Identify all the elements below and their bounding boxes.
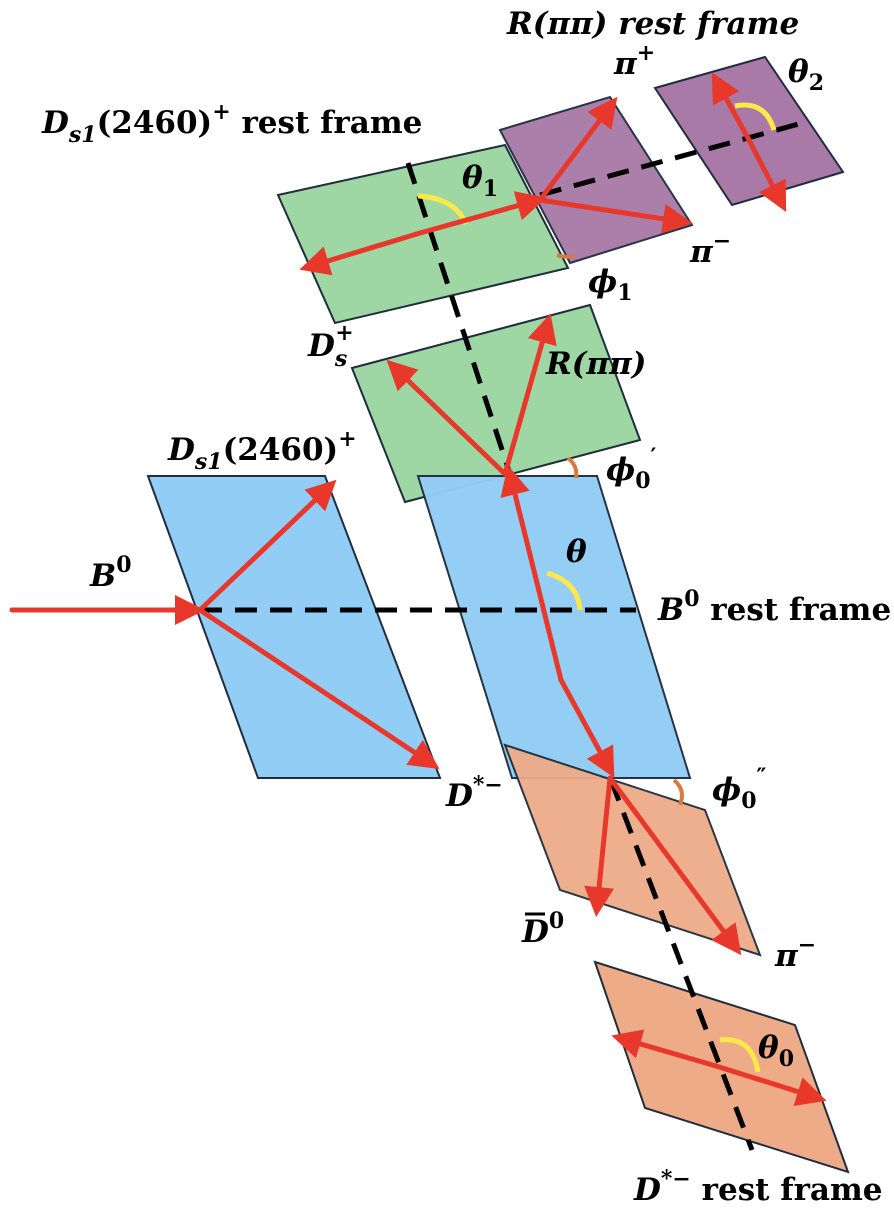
dstar-decay-plane [503, 743, 762, 957]
theta2-sub: 2 [809, 70, 824, 96]
theta-label: θ [566, 534, 587, 570]
phi0-prime-symbol: ϕ [606, 452, 635, 488]
phi1-symbol: ϕ [588, 264, 617, 300]
phi1-label: ϕ1 [588, 264, 633, 306]
dbar0-arrow [584, 775, 615, 917]
ds1-rest-frame-name: D [41, 105, 69, 141]
b0-frame-arrow-down [558, 677, 615, 778]
pi-minus-bottom-arrow [607, 775, 742, 956]
ds1-decay-plane [350, 303, 642, 504]
b0-label: B0 [89, 552, 132, 594]
pi-plus-label: π+ [613, 40, 655, 82]
rpipi-frame-arrow-up [711, 72, 752, 143]
pi-minus-bottom-sup: − [798, 932, 816, 958]
rpipi-rest-frame-plane-right [653, 55, 845, 207]
dstar-rest-frame-label: D*− rest frame [633, 1166, 883, 1208]
b0-rest-frame-label: B0 rest frame [657, 586, 891, 628]
b0-rest-frame-symbol: B [657, 592, 684, 628]
dstar-minus-symbol: D [445, 778, 473, 814]
phi0-dprime-arc [672, 778, 684, 806]
theta0-symbol: θ [758, 1030, 779, 1066]
ds1-frame-arrow-left [299, 230, 423, 276]
pi-plus-arrow [537, 96, 618, 203]
b0-rest-frame-suffix: rest frame [700, 592, 892, 628]
rpipi-label: R(ππ) [545, 346, 646, 382]
ds1-mass: (2460) [223, 432, 339, 468]
ds1-rest-frame-sub: s1 [68, 122, 97, 148]
dstar-arrow [197, 607, 440, 769]
ds1-sup: + [338, 426, 356, 452]
ds1-frame-arrow-right [417, 191, 547, 236]
phi0-prime-arc [566, 456, 579, 479]
b0-rest-frame-plane [416, 475, 692, 779]
theta-symbol: θ [566, 534, 587, 570]
ds1-rest-frame-sup: + [212, 99, 230, 125]
ds-plus-sub: s [334, 346, 347, 372]
rpipi-text: R(ππ) [545, 346, 646, 382]
theta0-label: θ0 [758, 1030, 794, 1072]
theta2-arc [734, 102, 777, 131]
ds1-name: D [167, 432, 195, 468]
b0-sup: 0 [116, 552, 131, 578]
ds-plus-symbol: D [307, 328, 335, 364]
phi0-dprime-sup: ″ [757, 764, 767, 790]
rpipi-arrow [502, 313, 557, 477]
theta2-symbol: θ [788, 54, 809, 90]
b0-symbol: B [89, 558, 116, 594]
dstar-frame-arrow-right [713, 1063, 827, 1107]
theta0-sub: 0 [779, 1046, 794, 1072]
pi-minus-top-sup: − [713, 228, 731, 254]
b0-rest-frame-sup: 0 [684, 586, 699, 612]
theta-arc [546, 570, 583, 611]
ds1-rest-frame-mass: (2460) [97, 105, 213, 141]
dstar-rest-frame-suffix: rest frame [691, 1172, 883, 1208]
phi0-dprime-label: ϕ0″ [712, 764, 767, 814]
pi-plus-symbol: π [613, 46, 638, 82]
ds1-label: Ds1(2460)+ [167, 426, 357, 475]
ds1-rest-frame-label: Ds1(2460)+ rest frame [41, 99, 422, 148]
ds1-axis-dashed [405, 162, 513, 475]
dbar0-sup: 0 [549, 908, 564, 934]
dbar0-label: D0 [521, 908, 564, 950]
rpipi-frame-arrow-down [746, 137, 787, 212]
b0-plane-left [146, 475, 442, 779]
dstar-frame-arrow-left [611, 1029, 719, 1069]
dstar-minus-sup: *− [473, 772, 503, 798]
pi-plus-sup: + [637, 40, 655, 66]
phi0-dprime-sub: 0 [741, 788, 756, 814]
pi-minus-top-symbol: π [689, 234, 714, 270]
dstar-axis-dashed [608, 779, 755, 1151]
rpipi-rest-frame-text: R(ππ) rest frame [506, 6, 799, 42]
phi1-arc [556, 253, 575, 259]
theta1-label: θ1 [462, 160, 498, 202]
ds-plus-label: Ds+ [307, 320, 354, 372]
theta1-symbol: θ [462, 160, 483, 196]
rpipi-rest-frame-label: R(ππ) rest frame [506, 6, 799, 42]
pi-minus-top-label: π− [689, 228, 731, 270]
ds1-rest-frame-suffix: rest frame [231, 105, 423, 141]
phi0-prime-sup: ′ [651, 444, 657, 470]
theta0-arc [719, 1037, 761, 1073]
dstar-rest-frame-symbol: D [633, 1172, 661, 1208]
ds1-arrow [197, 479, 337, 613]
phi0-prime-label: ϕ0′ [606, 444, 657, 494]
theta1-sub: 1 [483, 176, 498, 202]
pi-minus-bottom-label: π− [774, 932, 816, 974]
phi0-dprime-symbol: ϕ [712, 772, 741, 808]
dstar-rest-frame-sup: *− [661, 1166, 691, 1192]
rpipi-axis-dashed [539, 119, 807, 198]
phi1-sub: 1 [617, 280, 632, 306]
pi-minus-bottom-symbol: π [774, 938, 799, 974]
ds-plus-sup: + [335, 320, 353, 346]
b0-frame-arrow-up [500, 465, 564, 683]
ds-plus-arrow [386, 359, 508, 477]
ds1-sub: s1 [194, 449, 223, 475]
dstar-minus-label: D*− [445, 772, 503, 814]
phi0-prime-sub: 0 [635, 468, 650, 494]
theta2-label: θ2 [788, 54, 824, 96]
pi-minus-top-arrow [537, 197, 693, 234]
dbar0-symbol: D [521, 914, 549, 950]
